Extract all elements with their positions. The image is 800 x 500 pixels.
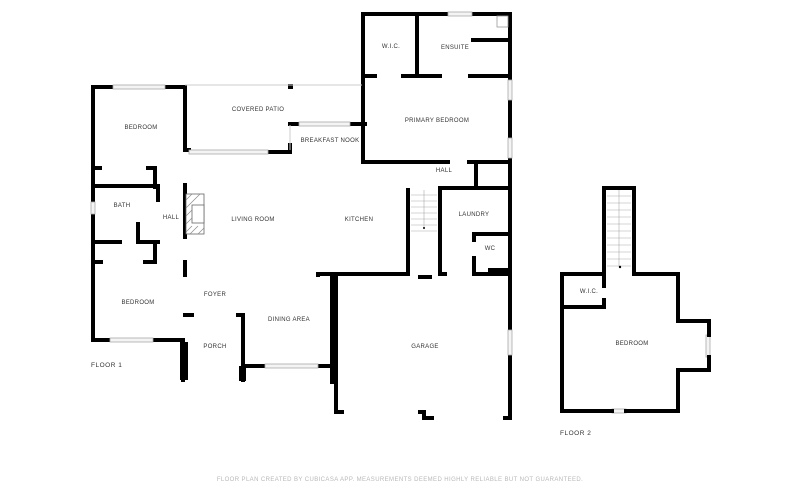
- stairs-wall-right: [439, 188, 442, 274]
- room-label-bedroom: BEDROOM: [124, 125, 158, 131]
- room-label-w-i-c: W.I.C.: [381, 44, 401, 50]
- room-label-breakfast-nook: BREAKFAST NOOK: [300, 138, 360, 144]
- shower-fixture: [496, 15, 509, 28]
- room-label-primary-bedroom: PRIMARY BEDROOM: [404, 118, 470, 124]
- room-label-hall: HALL: [435, 168, 453, 174]
- room-label-ensuite: ENSUITE: [440, 45, 470, 51]
- room-label-bedroom: BEDROOM: [121, 300, 155, 306]
- room-label-hall: HALL: [162, 215, 180, 221]
- room-label-w-i-c: W.I.C.: [579, 289, 599, 295]
- room-label-covered-patio: COVERED PATIO: [231, 107, 285, 113]
- room-label-bedroom: BEDROOM: [615, 341, 649, 347]
- room-label-laundry: LAUNDRY: [458, 212, 490, 218]
- stairs-floor-2: [607, 190, 631, 267]
- floor-1-walls: [91, 12, 512, 420]
- room-label-kitchen: KITCHEN: [344, 217, 374, 223]
- room-label-foyer: FOYER: [203, 292, 227, 298]
- room-label-wc: WC: [484, 246, 496, 252]
- stairs-floor-1: [411, 190, 437, 232]
- porch-wall-left: [180, 342, 188, 380]
- patio-post: [288, 84, 293, 89]
- footer-disclaimer: FLOOR PLAN CREATED BY CUBICASA APP. MEAS…: [216, 477, 584, 483]
- stairs-wall-left: [406, 188, 409, 274]
- room-label-dining-area: DINING AREA: [268, 317, 310, 323]
- porch-wall-right: [239, 366, 246, 381]
- floor-2-label: FLOOR 2: [560, 430, 592, 437]
- room-label-porch: PORCH: [203, 344, 227, 350]
- room-label-bath: BATH: [113, 203, 131, 209]
- windows: [90, 11, 711, 414]
- patio-outline: [185, 84, 362, 150]
- room-label-garage: GARAGE: [411, 344, 439, 350]
- floor-1-label: FLOOR 1: [91, 362, 123, 369]
- room-label-living-room: LIVING ROOM: [231, 217, 275, 223]
- floor-2-walls: [560, 186, 711, 413]
- fireplace-icon: [185, 193, 205, 235]
